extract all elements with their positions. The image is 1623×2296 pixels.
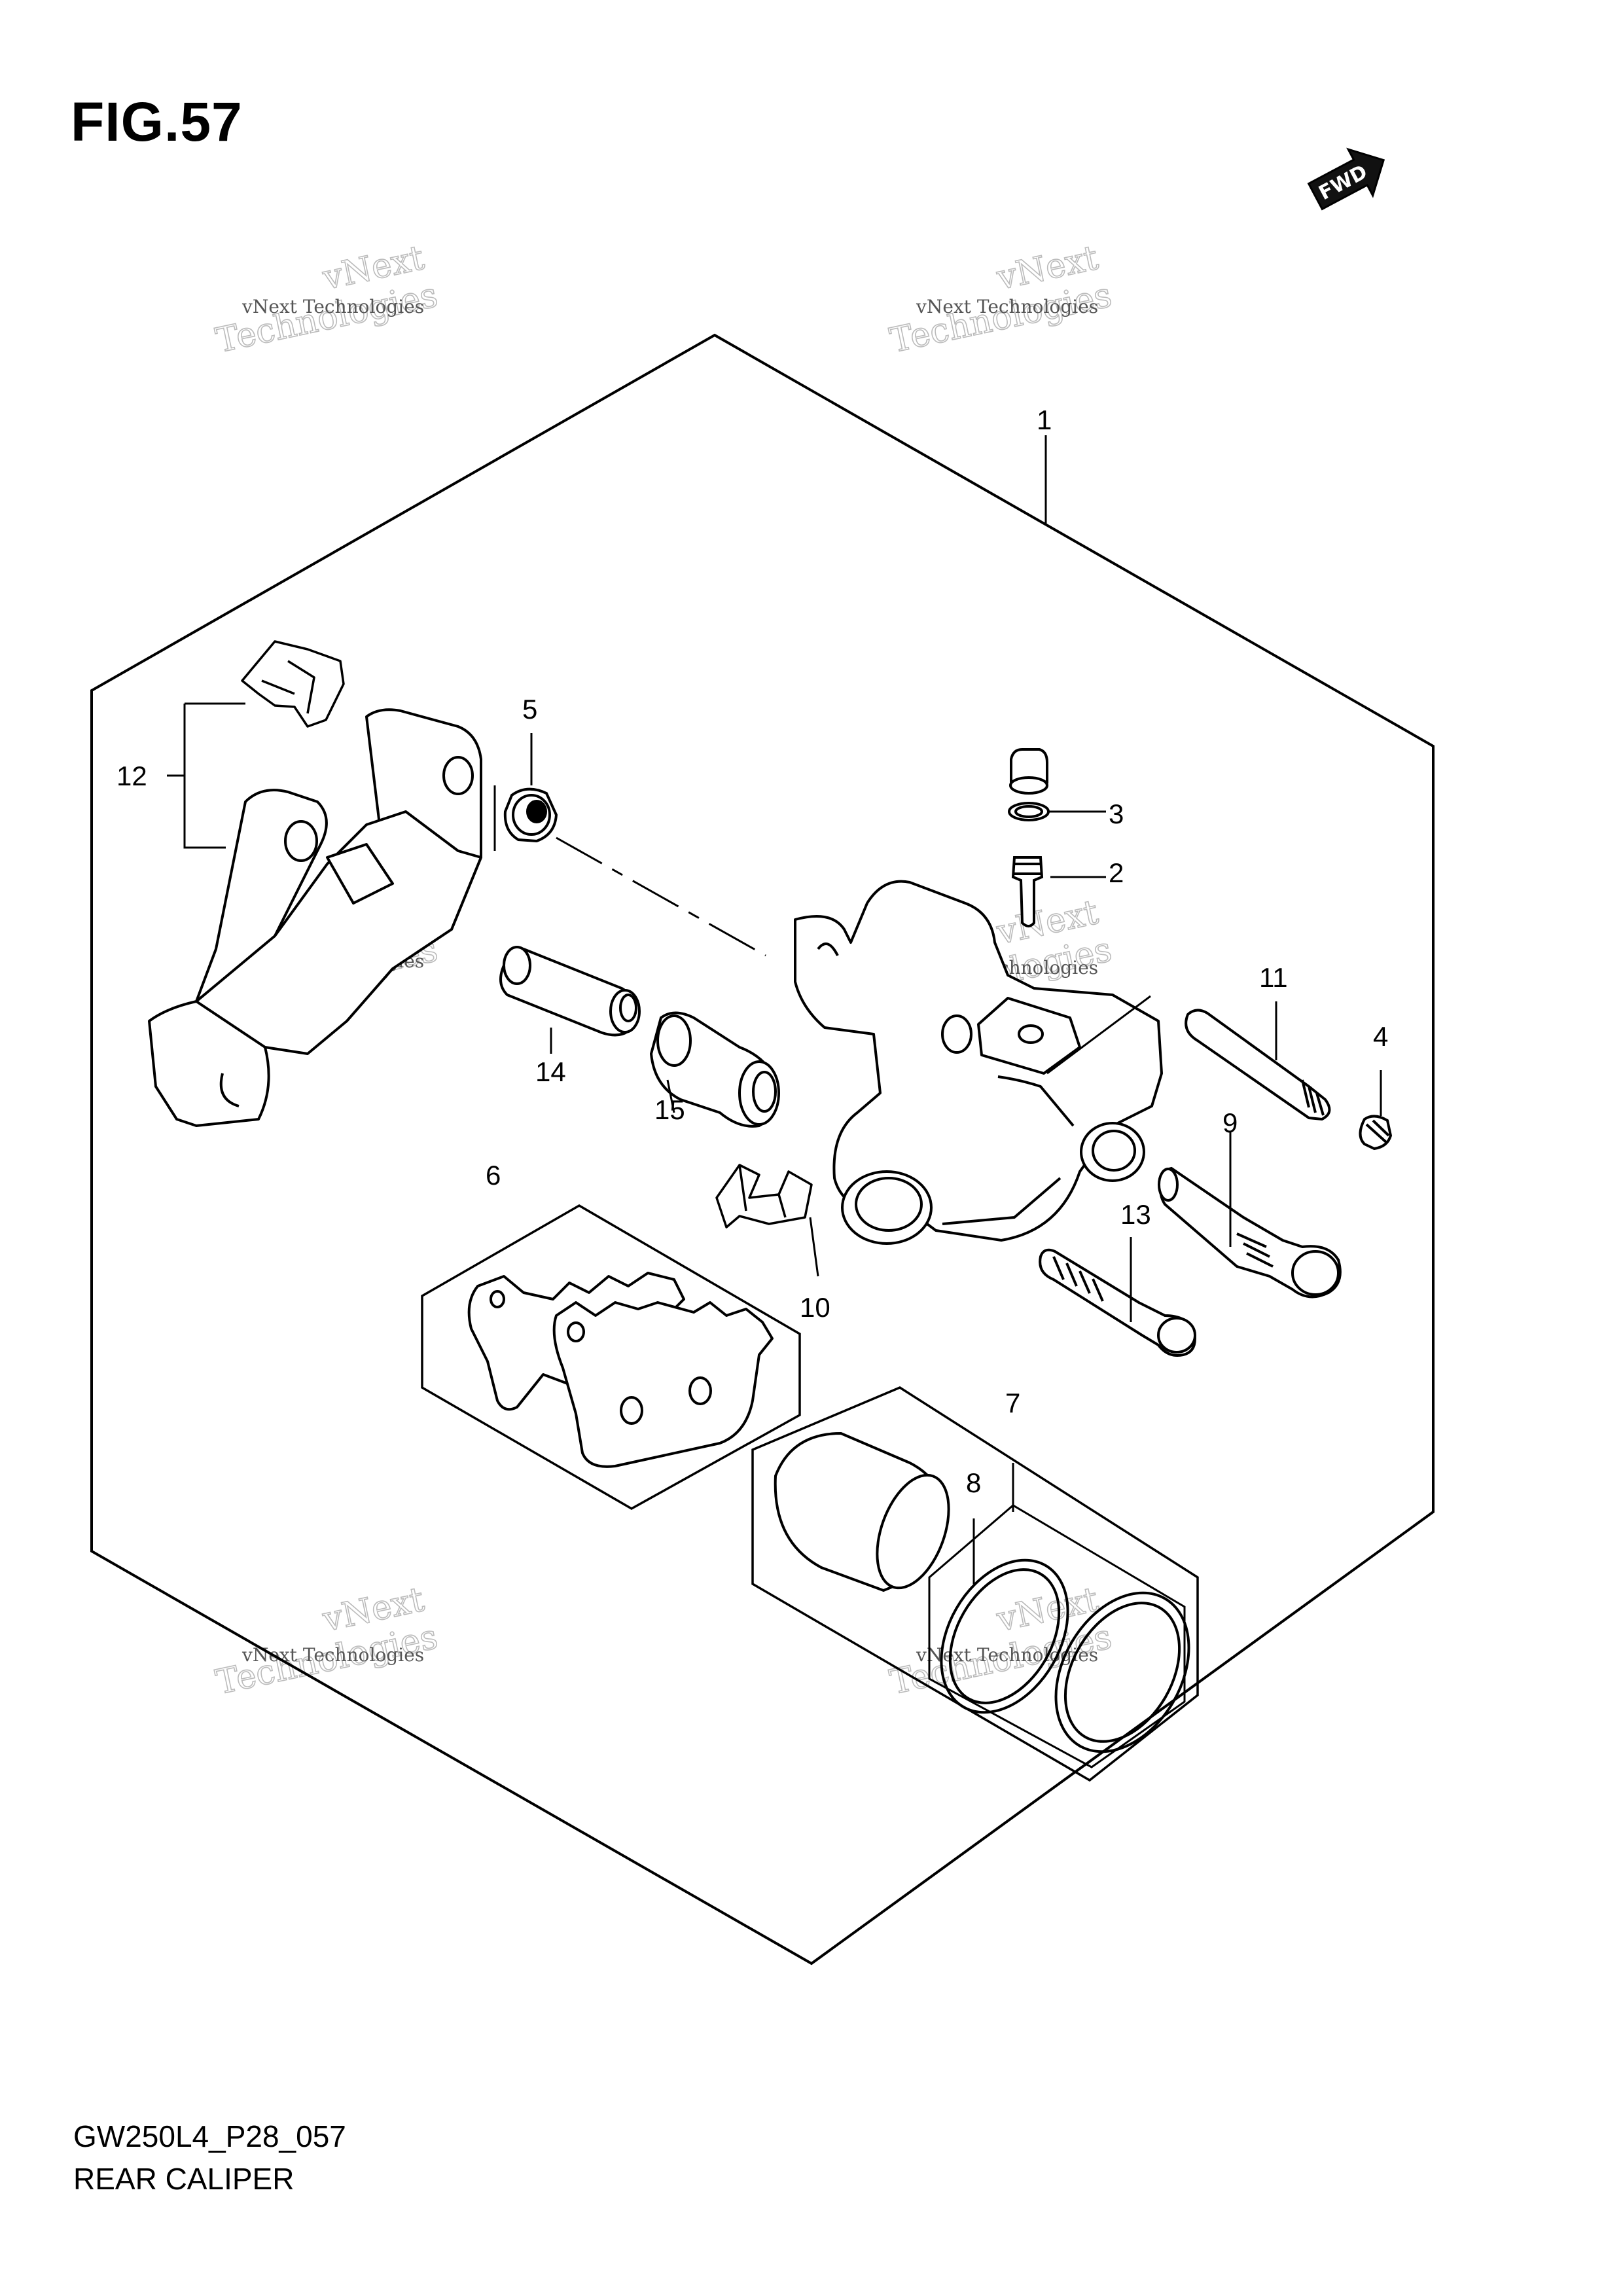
callout-14: 14	[535, 1056, 566, 1087]
leader-lines	[167, 435, 1382, 1584]
pin-nut	[1359, 1115, 1393, 1151]
callout-3: 3	[1109, 798, 1124, 829]
watermark: Technologies vNext	[886, 1579, 1116, 1703]
watermark-text: vNext Technologies	[241, 296, 424, 317]
figure-title: FIG.57	[71, 91, 243, 152]
callout-4: 4	[1373, 1021, 1388, 1052]
bleeder-cap	[1008, 748, 1050, 821]
brake-pad-set	[467, 1272, 774, 1468]
caliper-guide-line	[1046, 995, 1151, 1075]
callout-2: 2	[1109, 857, 1124, 888]
callout-9: 9	[1222, 1107, 1238, 1138]
boot-cap	[503, 787, 558, 843]
callout-15: 15	[654, 1094, 685, 1125]
assembly-frame	[90, 333, 1435, 1965]
callout-11: 11	[1259, 962, 1288, 993]
piston	[774, 1431, 950, 1592]
callout-5: 5	[522, 694, 537, 725]
pin-bolt-long	[1185, 1009, 1331, 1121]
callout-13: 13	[1120, 1199, 1151, 1230]
piston-seals	[940, 1558, 1190, 1753]
caliper-body	[794, 880, 1163, 1245]
callout-10: 10	[800, 1292, 830, 1323]
assembly-guide-line	[556, 836, 766, 957]
watermark-text: vNext Technologies	[241, 1644, 424, 1666]
callout-6: 6	[486, 1160, 501, 1191]
bleeder-screw	[1011, 856, 1044, 927]
fwd-arrow-icon: FWD	[1307, 147, 1385, 211]
caliper-bracket	[148, 708, 482, 1127]
callout-7: 7	[1005, 1388, 1020, 1418]
callout-labels: 1 2 3 4 5 6 7 8 9 10 11 12 13 14 15	[116, 404, 1388, 1498]
pad-spring-clip	[241, 640, 345, 728]
diagram-name: REAR CALIPER	[73, 2162, 294, 2196]
callout-8: 8	[966, 1467, 981, 1498]
anti-rattle-spring	[715, 1164, 813, 1229]
diagram-code: GW250L4_P28_057	[73, 2119, 346, 2153]
callout-12: 12	[116, 761, 147, 791]
callout-1: 1	[1037, 404, 1052, 435]
pad-kit-box	[421, 1204, 801, 1511]
watermark-text: vNext Technologies	[916, 296, 1098, 317]
mounting-bolt	[1039, 1248, 1196, 1357]
slide-pin-bolt	[1158, 1166, 1342, 1299]
piston-kit-box	[751, 1386, 1199, 1782]
sleeve	[499, 946, 641, 1037]
